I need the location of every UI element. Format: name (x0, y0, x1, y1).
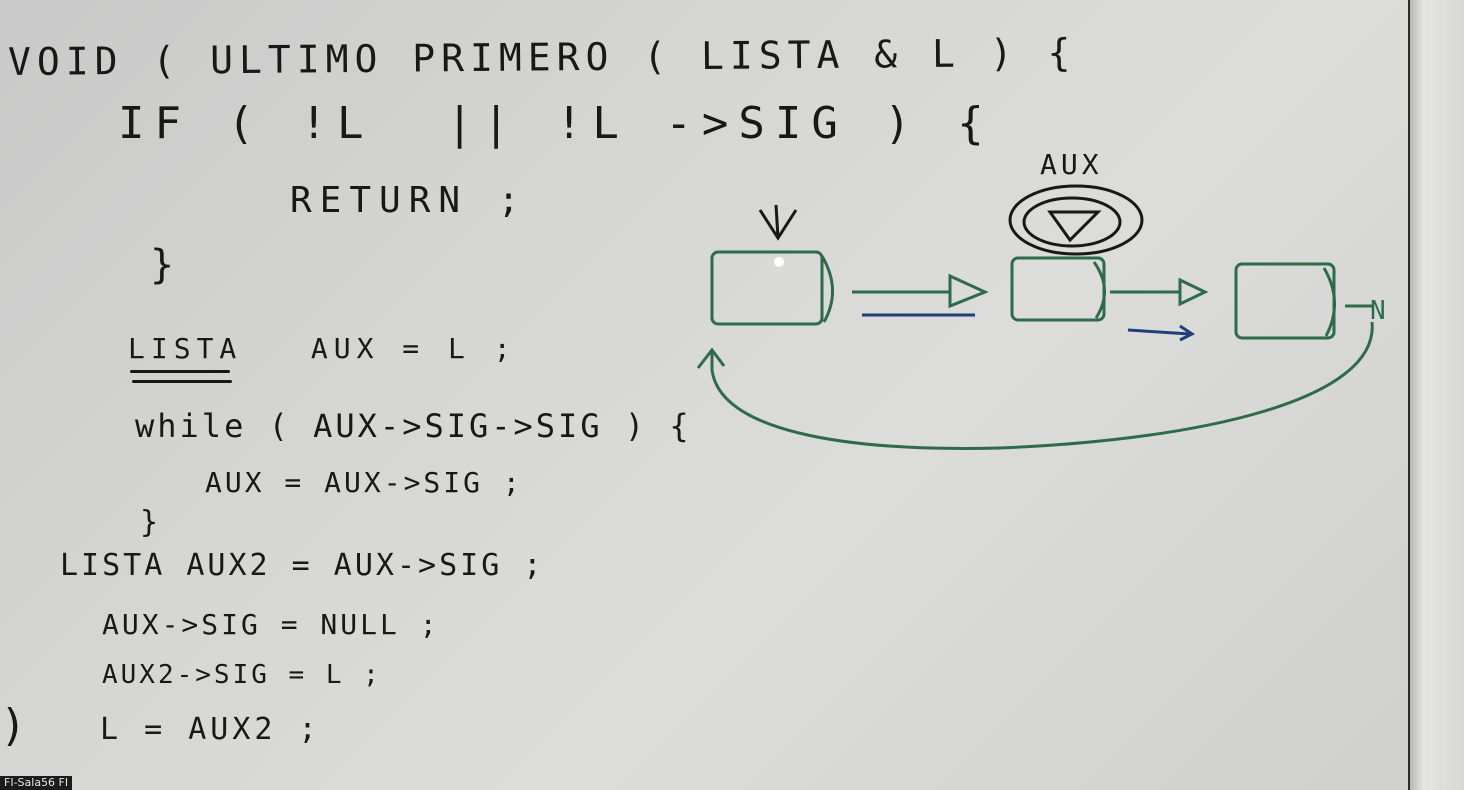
list-node-2 (1010, 256, 1106, 322)
code-line-5: LISTA AUX = L ; (128, 332, 517, 365)
list-node-1 (710, 250, 834, 326)
code-line-8: } (140, 505, 163, 540)
head-pointer-arrow (758, 204, 798, 241)
code-line-11: AUX2->SIG = L ; (102, 660, 382, 690)
code-line-12: L = AUX2 ; (100, 712, 321, 747)
code-line-10: AUX->SIG = NULL ; (102, 608, 440, 641)
link-arrow-1-2 (852, 273, 989, 309)
code-line-3: RETURN ; (290, 180, 528, 221)
board-frame-side (1410, 0, 1464, 790)
room-caption: FI-Sala56 FI (0, 776, 73, 790)
closing-brace: ) (0, 700, 31, 751)
code-line-4: } (150, 242, 179, 288)
code-line-7: AUX = AUX->SIG ; (205, 466, 523, 499)
lista-underline-1 (130, 370, 230, 373)
link-arrow-2-3 (1110, 277, 1209, 307)
code-line-9: LISTA AUX2 = AUX->SIG ; (60, 548, 545, 583)
link-underline-blue-2 (1127, 324, 1195, 342)
aux-label: AUX (1040, 148, 1103, 181)
aux-pointer (1008, 184, 1144, 256)
circular-return-loop (696, 321, 1374, 450)
glare-spot (774, 257, 784, 267)
code-line-2: IF ( !L || !L ->SIG ) { (118, 98, 994, 149)
code-line-6: while ( AUX->SIG->SIG ) { (135, 407, 692, 445)
null-label: N (1370, 296, 1386, 326)
lista-underline-2 (132, 380, 232, 383)
list-node-3 (1234, 262, 1336, 340)
